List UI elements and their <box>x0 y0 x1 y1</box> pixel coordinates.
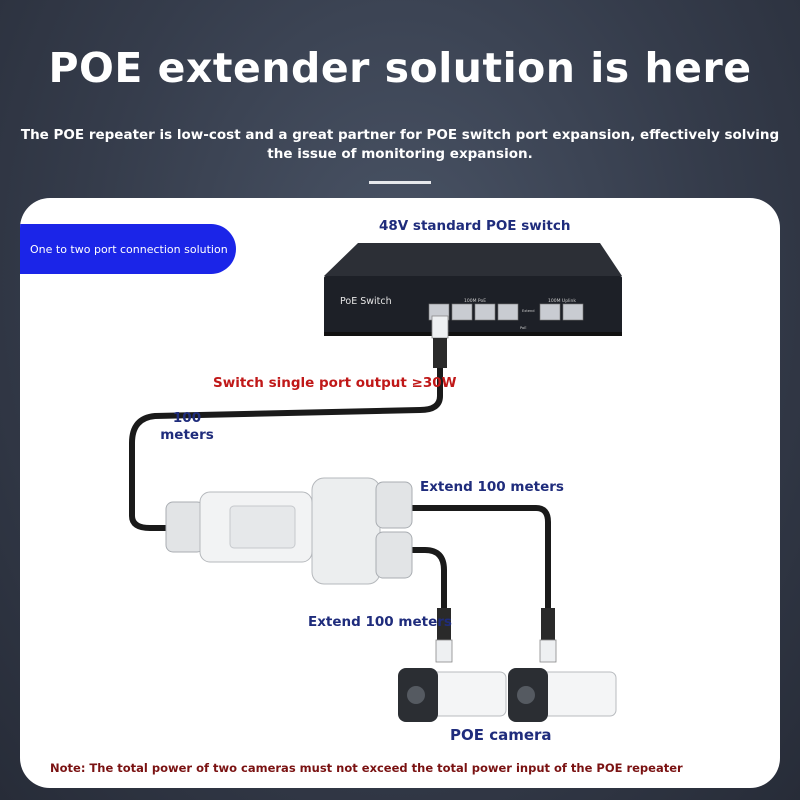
camera-plug-right-tip <box>539 639 557 663</box>
repeater-output-port-top <box>375 481 413 529</box>
main-distance-label: 100 meters <box>157 410 217 444</box>
switch-port <box>562 303 584 321</box>
switch-plug <box>431 315 449 339</box>
switch-port <box>497 303 519 321</box>
main-cable <box>129 366 443 531</box>
switch-output-label: Switch single port output ≥30W <box>213 375 457 391</box>
solution-badge-label: One to two port connection solution <box>30 242 228 256</box>
top-output-cable <box>408 505 551 618</box>
page-subtitle: The POE repeater is low-cost and a great… <box>20 127 780 162</box>
switch-label: 48V standard POE switch <box>379 218 571 234</box>
switch-port-extend: Extend <box>522 309 535 313</box>
repeater-splitter <box>311 477 381 585</box>
poe-camera-right <box>508 668 617 722</box>
poe-repeater <box>165 477 413 585</box>
switch-port-group-a: 100M PoE <box>464 298 486 304</box>
title-divider <box>369 181 431 184</box>
extend-top-label: Extend 100 meters <box>420 479 564 495</box>
main-distance-value: 100 <box>172 410 202 426</box>
page-title: POE extender solution is here <box>48 44 752 92</box>
bottom-output-cable <box>408 547 447 616</box>
network-diagram: PoE Switch 100M PoE 100M Uplink Extend P… <box>129 243 622 722</box>
switch-plug-boot <box>433 338 447 368</box>
camera-label: POE camera <box>450 726 552 744</box>
diagram-panel: One to two port connection solution PoE … <box>20 198 780 788</box>
switch-port <box>474 303 496 321</box>
extend-bottom-label: Extend 100 meters <box>308 614 452 630</box>
poe-switch: PoE Switch 100M PoE 100M Uplink Extend P… <box>324 243 622 336</box>
power-note: Note: The total power of two cameras mus… <box>50 761 683 775</box>
solution-badge: One to two port connection solution <box>20 224 236 274</box>
switch-port <box>539 303 561 321</box>
main-distance-unit: meters <box>160 427 214 443</box>
repeater-output-port-bottom <box>375 531 413 579</box>
camera-lens <box>407 686 425 704</box>
switch-port-group-b: 100M Uplink <box>548 298 576 304</box>
repeater-input-port <box>165 501 205 553</box>
switch-ports <box>428 303 584 321</box>
switch-port-poe: PoE <box>520 326 527 330</box>
camera-plug-left-tip <box>435 639 453 663</box>
poe-camera-left <box>398 668 507 722</box>
repeater-label-area <box>229 505 296 549</box>
switch-front-text: PoE Switch <box>340 296 392 307</box>
switch-bottom <box>324 332 622 336</box>
switch-top <box>324 243 622 276</box>
camera-plug-right <box>541 608 555 642</box>
camera-plug-left <box>437 608 451 642</box>
camera-lens <box>517 686 535 704</box>
switch-port <box>451 303 473 321</box>
